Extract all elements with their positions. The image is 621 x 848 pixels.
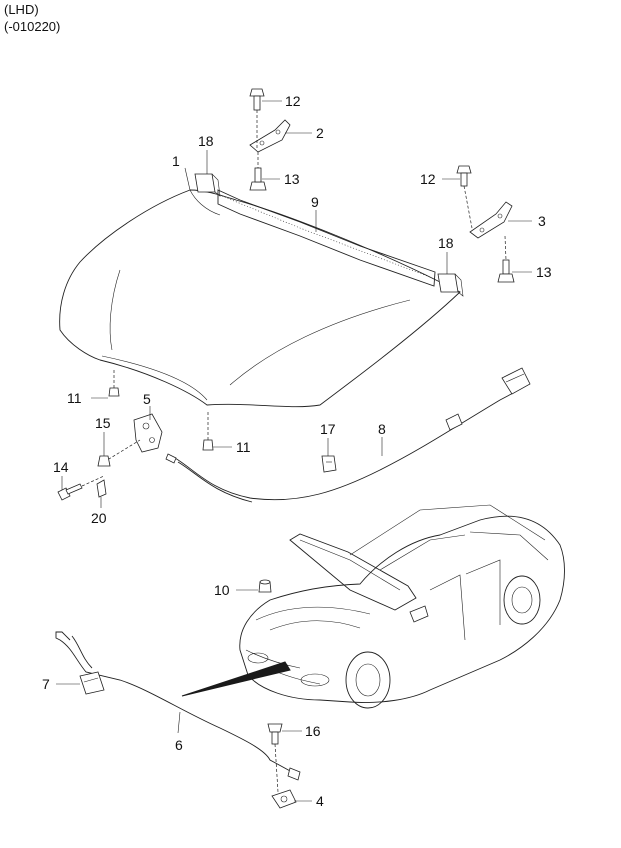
assembly-line-bolt-14 xyxy=(81,475,105,487)
bolt-12-left xyxy=(249,88,265,111)
callout-1: 1 xyxy=(172,153,180,169)
assembly-line-latch xyxy=(103,439,141,463)
hood-weatherstrip xyxy=(217,189,436,287)
callout-10: 10 xyxy=(214,582,230,598)
grommet-10 xyxy=(258,579,272,593)
callout-18-left: 18 xyxy=(198,133,214,149)
assembly-line-bolt-13-right xyxy=(504,235,507,261)
callout-3: 3 xyxy=(538,213,546,229)
callout-17: 17 xyxy=(320,421,336,437)
diagram-code-lhd: (LHD) xyxy=(4,2,39,17)
callout-7: 7 xyxy=(42,676,50,692)
callout-12-right: 12 xyxy=(420,171,436,187)
callout-4: 4 xyxy=(316,793,324,809)
clip-20 xyxy=(96,479,107,498)
callout-5: 5 xyxy=(143,391,151,407)
hood-hinge-left xyxy=(249,119,291,153)
callout-11-left: 11 xyxy=(67,390,82,406)
callout-20: 20 xyxy=(91,510,107,526)
callout-6: 6 xyxy=(175,737,183,753)
hood-panel xyxy=(59,189,461,408)
clip-16 xyxy=(267,723,283,745)
hood-bumper-11-left xyxy=(108,387,120,397)
hood-latch xyxy=(133,413,163,453)
assembly-line-clip-16 xyxy=(274,743,279,793)
callout-8: 8 xyxy=(378,421,386,437)
assembly-line-bolt-12-right xyxy=(463,185,473,229)
diagram-code-date: (-010220) xyxy=(4,19,61,34)
bumper-stop-right xyxy=(437,273,464,297)
callout-9: 9 xyxy=(311,194,319,210)
callout-2: 2 xyxy=(316,125,324,141)
bolt-13-left xyxy=(249,167,267,191)
callout-15: 15 xyxy=(95,415,111,431)
callout-leaders xyxy=(56,100,532,802)
callout-12-left: 12 xyxy=(285,93,301,109)
callout-11-right: 11 xyxy=(236,439,251,455)
hood-release-cable xyxy=(165,367,531,503)
hood-bumper-11-right xyxy=(202,439,214,451)
hood-hinge-right xyxy=(469,201,513,239)
vehicle-illustration xyxy=(181,504,565,709)
rod-holder-7 xyxy=(79,671,105,695)
cable-clip-17 xyxy=(321,455,337,473)
bolt-13-right xyxy=(497,259,515,283)
hood-support-rod xyxy=(55,631,301,781)
rod-clip-4 xyxy=(271,789,297,809)
bolt-12-right xyxy=(456,165,472,187)
callout-18-right: 18 xyxy=(438,235,454,251)
callout-13-left: 13 xyxy=(284,171,300,187)
callout-16: 16 xyxy=(305,723,321,739)
bumper-stop-left xyxy=(194,173,221,197)
bolt-14 xyxy=(57,483,83,501)
nut-15 xyxy=(97,455,111,467)
callout-14: 14 xyxy=(53,459,69,475)
callout-13-right: 13 xyxy=(536,264,552,280)
